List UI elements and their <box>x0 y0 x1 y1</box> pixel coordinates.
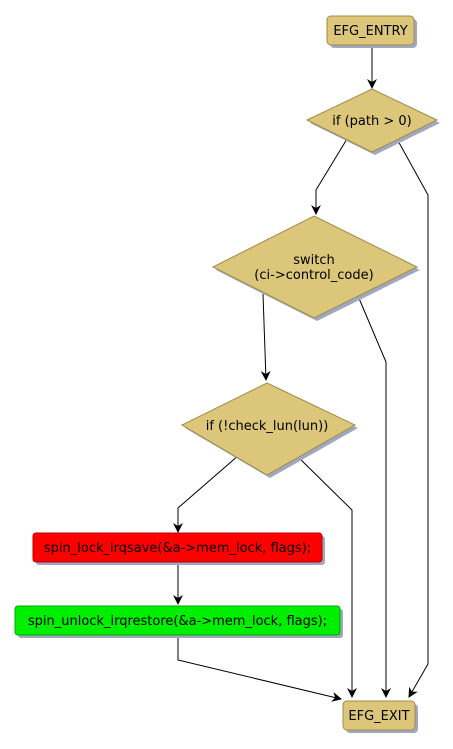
node-label: EFG_ENTRY <box>333 24 407 39</box>
edges <box>173 46 429 702</box>
node-label-line-1: switch <box>293 253 335 268</box>
node-label-line-2: (ci->control_code) <box>254 268 373 283</box>
edge-cond-path-to-exit <box>396 138 429 698</box>
node-label: spin_lock_irqsave(&a->mem_lock, flags); <box>44 541 311 556</box>
node-switch-control-code: switch (ci->control_code) <box>211 215 420 321</box>
node-box <box>32 532 323 563</box>
node-box <box>14 605 341 636</box>
node-label: if (path > 0) <box>332 114 411 129</box>
edge-cond-lun-to-lock <box>173 454 240 533</box>
node-efg-entry: EFG_ENTRY <box>326 15 417 48</box>
edge-switch-to-exit <box>357 295 391 698</box>
node-spin-unlock-irqrestore: spin_unlock_irqrestore(&a->mem_lock, fla… <box>14 605 343 638</box>
node-efg-exit: EFG_EXIT <box>342 700 418 733</box>
edge-unlock-to-exit <box>177 636 342 702</box>
edge-switch-to-cond-lun <box>260 293 271 381</box>
node-diamond <box>305 88 439 153</box>
edge-cond-path-to-switch <box>311 138 348 215</box>
node-box <box>326 15 415 46</box>
node-spin-lock-irqsave: spin_lock_irqsave(&a->mem_lock, flags); <box>32 532 325 565</box>
node-label: spin_unlock_irqrestore(&a->mem_lock, fla… <box>28 614 327 629</box>
node-if-path: if (path > 0) <box>305 88 440 155</box>
node-label: EFG_EXIT <box>348 709 409 724</box>
node-diamond <box>211 215 419 319</box>
edge-cond-lun-to-exit <box>295 454 357 698</box>
node-label: if (!check_lun(lun)) <box>206 419 329 434</box>
node-if-check-lun: if (!check_lun(lun)) <box>180 382 358 478</box>
node-box <box>342 700 416 731</box>
node-diamond <box>180 382 357 476</box>
